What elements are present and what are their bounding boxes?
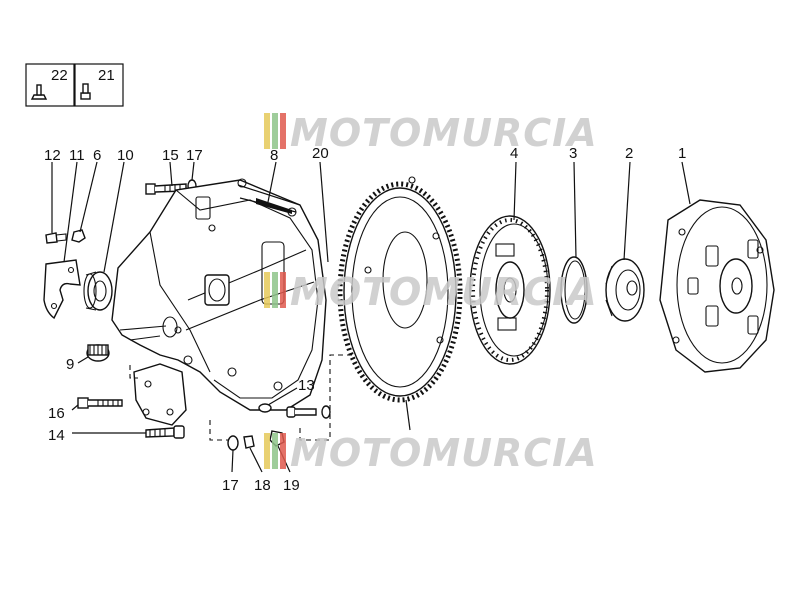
flange-screw-icon <box>30 84 48 100</box>
part-1-pressure-plate[interactable] <box>659 199 775 373</box>
part-15-bolt[interactable] <box>145 183 187 195</box>
callout-20: 20 <box>312 145 329 162</box>
part-12-bolt[interactable] <box>45 232 67 244</box>
callout-12: 12 <box>44 147 61 164</box>
callout-4: 4 <box>510 145 518 162</box>
callout-1: 1 <box>678 145 686 162</box>
callout-18: 18 <box>254 477 271 494</box>
watermark-text: MOTOMURCIA <box>290 431 598 475</box>
legend-number: 22 <box>51 67 68 84</box>
part-bolt-lower-right[interactable] <box>286 405 331 419</box>
callout-17-bottom: 17 <box>222 477 239 494</box>
callout-3: 3 <box>569 145 577 162</box>
legend-22[interactable]: 22 <box>25 63 75 107</box>
part-3-snap-ring[interactable] <box>560 256 588 324</box>
callout-16: 16 <box>48 405 65 422</box>
part-10-bearing[interactable] <box>83 271 113 311</box>
part-17-washer-bottom[interactable] <box>227 435 239 451</box>
watermark-middle: MOTOMURCIA <box>264 270 598 314</box>
assembly-lines <box>129 354 352 441</box>
callout-9: 9 <box>66 356 74 373</box>
callout-10: 10 <box>117 147 134 164</box>
callout-2: 2 <box>625 145 633 162</box>
part-4-clutch-disc[interactable] <box>469 215 551 365</box>
callout-13: 13 <box>298 377 315 394</box>
leader-lines <box>51 161 691 473</box>
watermark-bottom: MOTOMURCIA <box>264 431 598 475</box>
part-18-nut[interactable] <box>243 435 255 449</box>
watermark-text: MOTOMURCIA <box>290 270 598 314</box>
part-14-bolt[interactable] <box>145 425 185 439</box>
legend-number: 21 <box>98 67 115 84</box>
part-13-washer[interactable] <box>258 403 272 413</box>
part-9-plug[interactable] <box>86 344 110 362</box>
bolt-icon <box>80 83 91 100</box>
callout-labels: 12 11 6 10 15 17 8 20 4 3 2 1 9 16 14 13… <box>44 145 686 494</box>
part-20-flywheel-gear[interactable] <box>337 176 463 403</box>
watermark-text: MOTOMURCIA <box>290 111 598 155</box>
part-6-nut[interactable] <box>71 229 86 243</box>
callout-15: 15 <box>162 147 179 164</box>
legend-21[interactable]: 21 <box>74 63 124 107</box>
part-16-bolt[interactable] <box>77 397 123 409</box>
callout-14: 14 <box>48 427 65 444</box>
callout-19: 19 <box>283 477 300 494</box>
part-2-release-bearing[interactable] <box>605 258 645 322</box>
watermark-top: MOTOMURCIA <box>264 111 598 155</box>
part-11-plate[interactable] <box>43 259 81 320</box>
part-8-clutch-housing[interactable] <box>111 178 327 426</box>
callout-11: 11 <box>69 147 85 164</box>
callout-17-top: 17 <box>186 147 203 164</box>
callout-6: 6 <box>93 147 101 164</box>
callout-8: 8 <box>270 147 278 164</box>
